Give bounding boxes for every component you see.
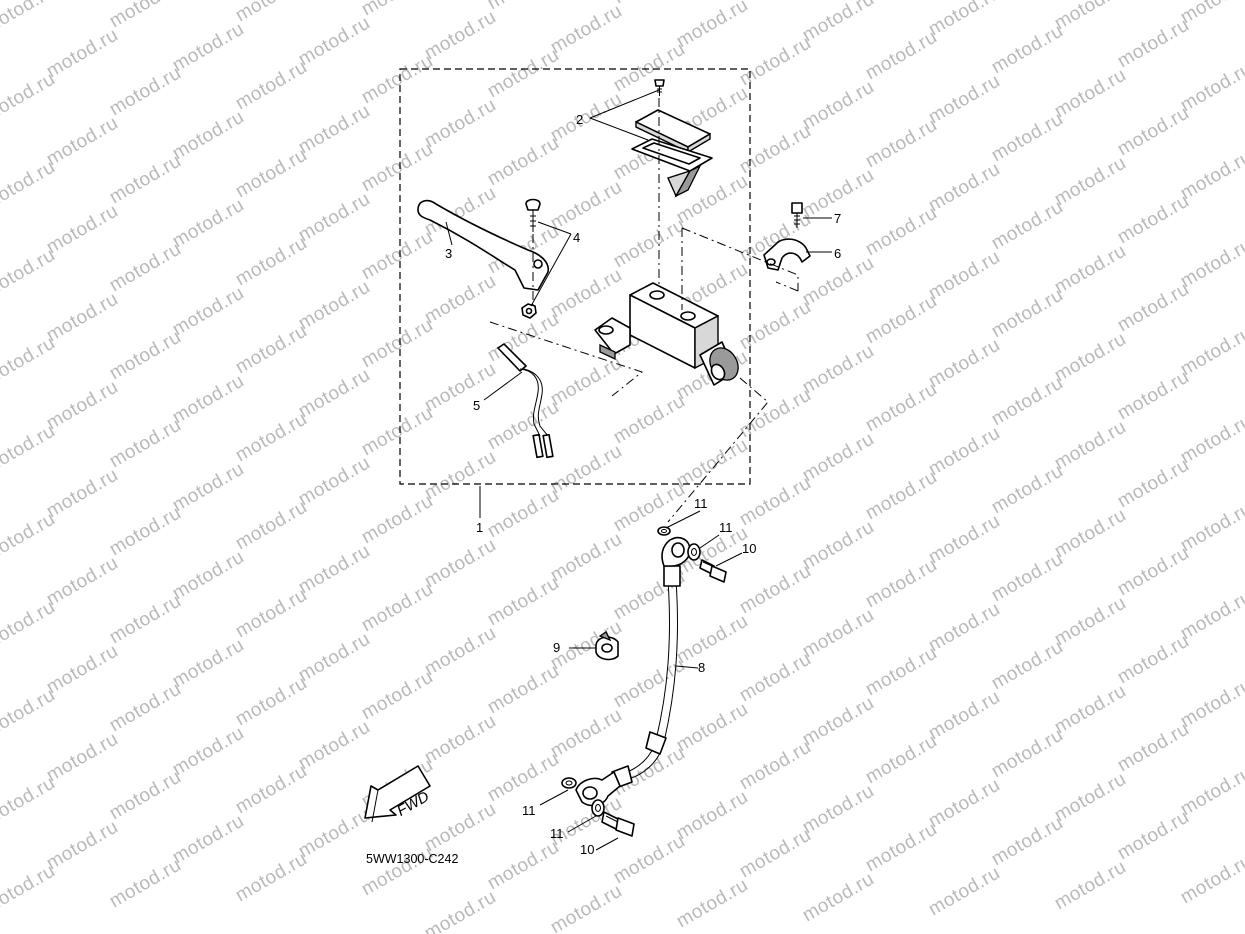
alignment-line-hose bbox=[667, 377, 769, 523]
reservoir-cap-screw bbox=[654, 79, 665, 96]
copper-washer bbox=[591, 799, 605, 817]
brake-hose bbox=[611, 565, 681, 789]
leader-lines bbox=[445, 89, 832, 851]
assembly-boundary-box bbox=[399, 68, 751, 485]
handlebar-holder bbox=[763, 238, 811, 271]
brake-lever bbox=[417, 199, 550, 291]
callout-2: 2 bbox=[576, 112, 583, 127]
diagram-code: 5WW1300-C242 bbox=[366, 852, 458, 866]
forward-direction-arrow bbox=[364, 765, 431, 823]
callout-10-upper: 10 bbox=[742, 541, 756, 556]
copper-washer bbox=[561, 777, 577, 789]
callout-11-lower-b: 11 bbox=[550, 826, 564, 841]
lever-pivot-nut bbox=[521, 303, 537, 319]
alignment-line-switch bbox=[489, 321, 644, 397]
callout-11-upper-b: 11 bbox=[719, 520, 733, 535]
lower-banjo-fitting bbox=[575, 771, 621, 807]
union-bolt bbox=[601, 811, 635, 837]
master-cylinder-body bbox=[594, 282, 739, 386]
callout-5: 5 bbox=[473, 398, 480, 413]
callout-11-upper-a: 11 bbox=[694, 496, 708, 511]
clamp-bolt bbox=[791, 202, 803, 228]
alignment-line-holder bbox=[681, 227, 799, 292]
callout-9: 9 bbox=[553, 640, 560, 655]
callout-7: 7 bbox=[834, 211, 841, 226]
callout-10-lower: 10 bbox=[580, 842, 594, 857]
callout-4: 4 bbox=[573, 230, 580, 245]
callout-8: 8 bbox=[698, 660, 705, 675]
front-brake-switch bbox=[497, 343, 554, 459]
callout-6: 6 bbox=[834, 246, 841, 261]
callout-1: 1 bbox=[476, 520, 483, 535]
hose-clamp bbox=[595, 631, 619, 661]
upper-banjo-fitting bbox=[661, 536, 691, 567]
callout-11-lower-a: 11 bbox=[522, 803, 536, 818]
callout-3: 3 bbox=[445, 246, 452, 261]
lever-pivot-bolt bbox=[525, 198, 541, 232]
copper-washer bbox=[657, 526, 671, 536]
copper-washer bbox=[687, 543, 701, 561]
reservoir-cap-and-diaphragm bbox=[631, 109, 713, 198]
union-bolt bbox=[699, 559, 727, 583]
